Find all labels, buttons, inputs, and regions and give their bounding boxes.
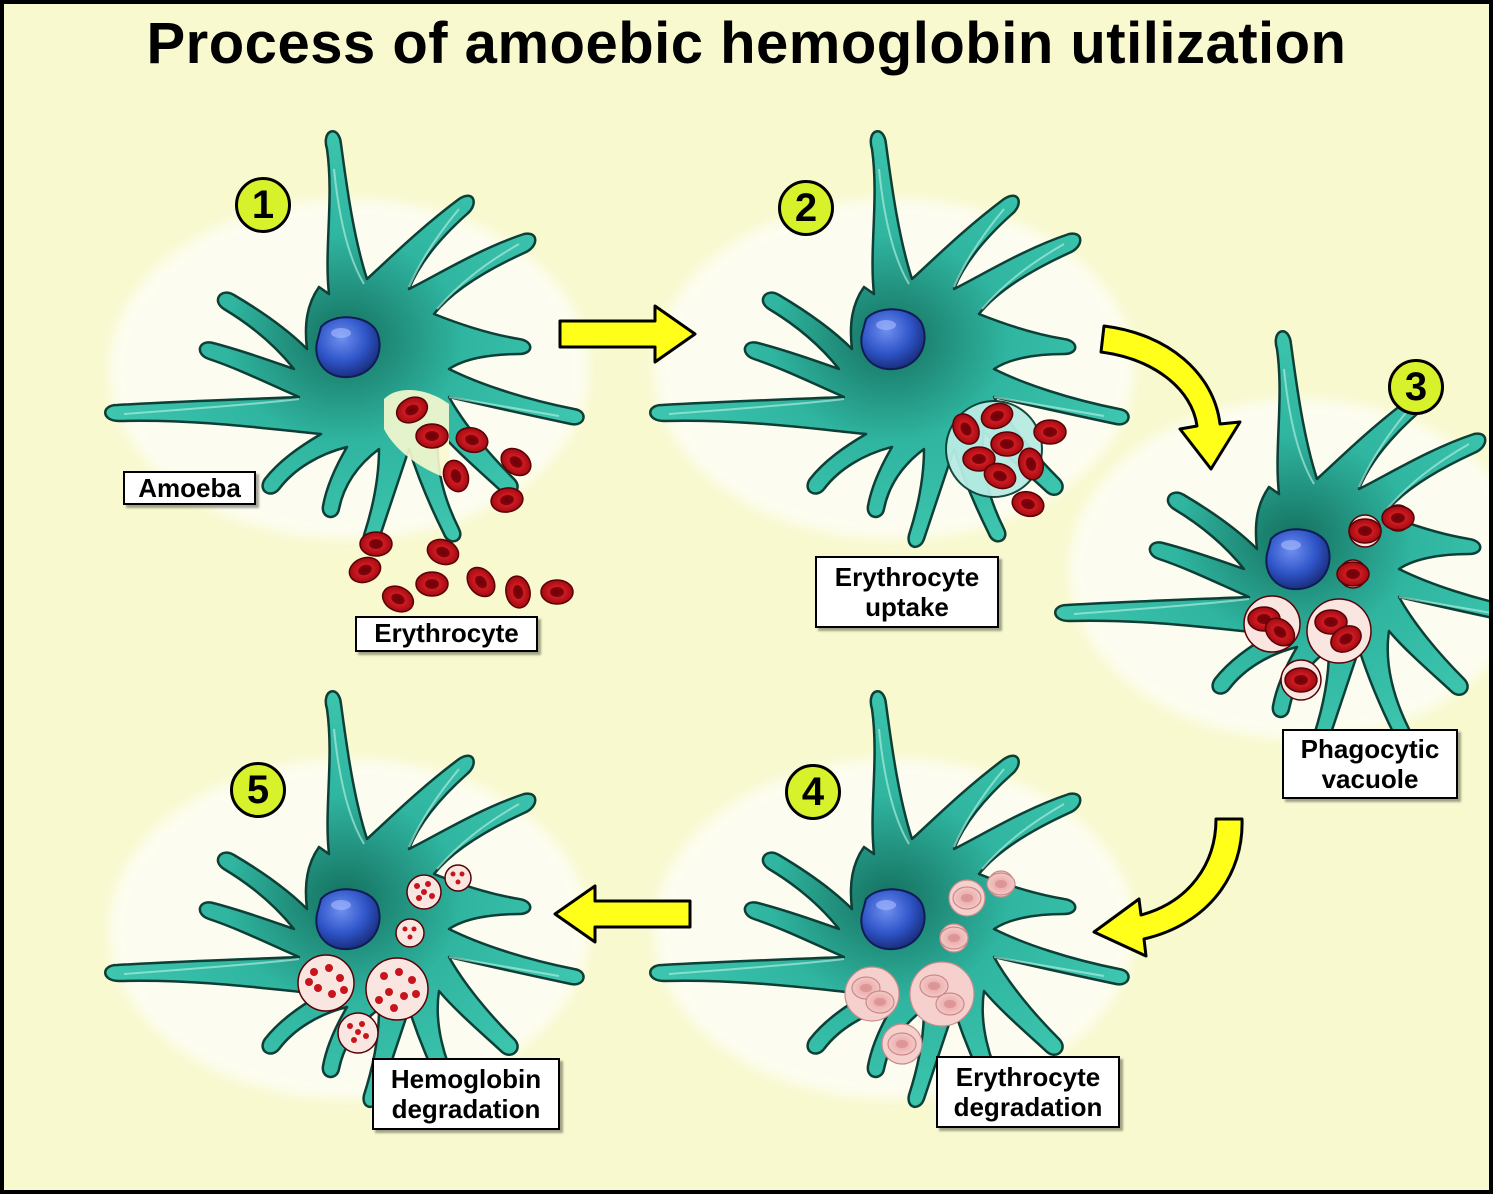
label-phagocytic-vacuole: Phagocytic vacuole (1282, 729, 1458, 799)
label-hbdeg-line2: degradation (391, 1094, 541, 1124)
cell-3-group (1053, 330, 1489, 749)
step-badge-3: 3 (1388, 359, 1444, 415)
label-hbdeg-line1: Hemoglobin (390, 1064, 542, 1094)
cell-2-group (648, 130, 1134, 549)
step-badge-2: 2 (778, 180, 834, 236)
label-hemoglobin-degradation: Hemoglobin degradation (372, 1058, 560, 1130)
label-vacuole-line1: Phagocytic (1300, 734, 1440, 764)
hemoglobin-vacuoles (297, 864, 472, 1054)
label-uptake-line1: Erythrocyte (834, 562, 980, 592)
amoeba-nucleus (860, 308, 926, 371)
amoeba-nucleus (1265, 528, 1331, 591)
degrading-erythrocytes (844, 870, 1016, 1065)
label-erydeg-line1: Erythrocyte (955, 1062, 1101, 1092)
label-erythrocyte-text: Erythrocyte (374, 618, 519, 648)
step-badge-1: 1 (235, 177, 291, 233)
amoeba-nucleus (860, 888, 926, 951)
arrow-2-to-3 (1099, 324, 1242, 471)
label-amoeba: Amoeba (123, 471, 256, 505)
diagram-artwork (103, 130, 1489, 1109)
cell-4-group (648, 690, 1134, 1109)
step-badge-5: 5 (230, 762, 286, 818)
label-amoeba-text: Amoeba (138, 473, 241, 503)
arrow-3-to-4 (1092, 817, 1244, 958)
label-erythrocyte-uptake: Erythrocyte uptake (815, 556, 999, 628)
amoeba-nucleus (315, 888, 381, 951)
amoeba-nucleus (315, 316, 381, 379)
cell-5-group (103, 690, 589, 1109)
label-erythrocyte-degradation: Erythrocyte degradation (936, 1056, 1120, 1128)
label-erydeg-line2: degradation (953, 1092, 1103, 1122)
step-badge-4: 4 (785, 764, 841, 820)
label-vacuole-line2: vacuole (1321, 764, 1419, 794)
diagram-title: Process of amoebic hemoglobin utilizatio… (146, 11, 1347, 76)
phagocytic-vacuoles (1243, 504, 1415, 701)
label-erythrocyte: Erythrocyte (355, 616, 538, 652)
label-uptake-line2: uptake (865, 592, 949, 622)
